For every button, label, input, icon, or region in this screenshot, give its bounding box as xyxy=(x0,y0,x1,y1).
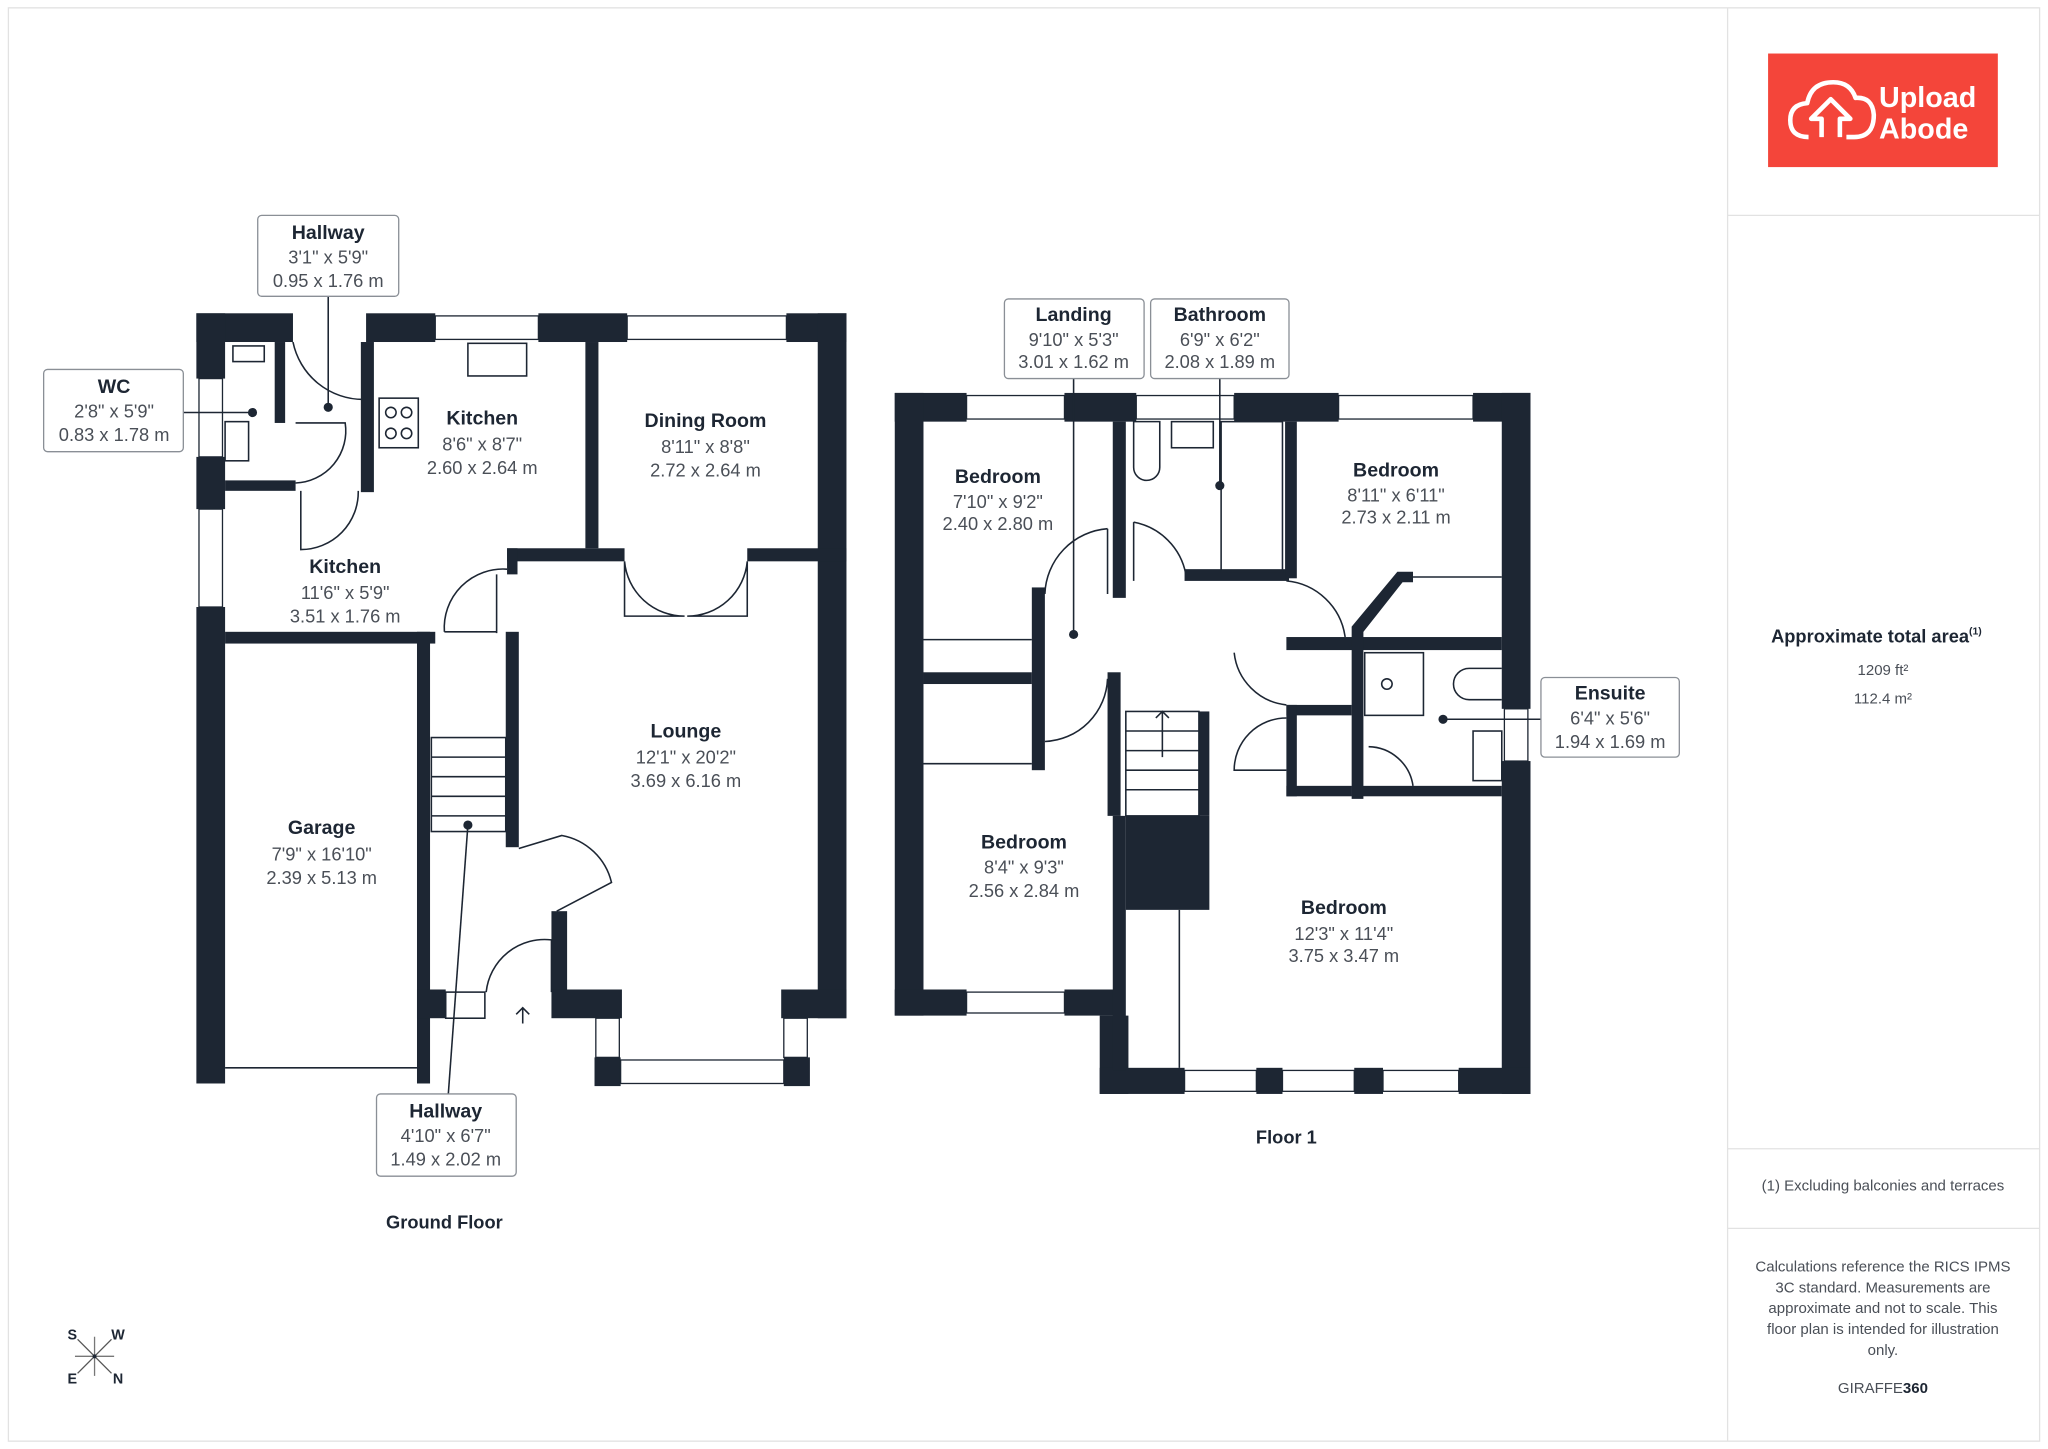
disclaimer-line: floor plan is intended for illustration xyxy=(1767,1321,1999,1338)
disclaimer-line: only. xyxy=(1868,1342,1899,1359)
svg-text:0.95 x 1.76 m: 0.95 x 1.76 m xyxy=(273,270,384,291)
svg-text:4'10" x 6'7": 4'10" x 6'7" xyxy=(401,1125,491,1146)
room-label-landing: Landing 9'10" x 5'3" 3.01 x 1.62 m xyxy=(1003,298,1145,380)
svg-text:1.94 x 1.69 m: 1.94 x 1.69 m xyxy=(1555,731,1666,752)
svg-text:8'6" x 8'7": 8'6" x 8'7" xyxy=(442,433,522,454)
svg-text:12'1" x 20'2": 12'1" x 20'2" xyxy=(636,747,736,768)
svg-text:2.39 x 5.13 m: 2.39 x 5.13 m xyxy=(266,867,377,888)
footnote: (1) Excluding balconies and terraces xyxy=(1762,1178,2005,1195)
svg-text:Ensuite: Ensuite xyxy=(1575,683,1646,705)
cloud-upload-icon xyxy=(1787,79,1877,140)
first-floor-plan xyxy=(894,375,1541,1094)
svg-text:1.49 x 2.02 m: 1.49 x 2.02 m xyxy=(390,1149,501,1170)
svg-text:Dining Room: Dining Room xyxy=(645,410,767,432)
room-label-kitchen: Kitchen 8'6" x 8'7" 2.60 x 2.64 m xyxy=(427,407,538,478)
svg-text:0.83 x 1.78 m: 0.83 x 1.78 m xyxy=(59,424,170,445)
svg-text:Garage: Garage xyxy=(288,817,356,839)
ground-floor-label: Ground Floor xyxy=(386,1211,503,1232)
svg-text:Bedroom: Bedroom xyxy=(981,832,1067,854)
svg-text:8'11" x 8'8": 8'11" x 8'8" xyxy=(661,436,750,457)
svg-text:Lounge: Lounge xyxy=(651,721,722,743)
svg-text:3.75 x 3.47 m: 3.75 x 3.47 m xyxy=(1288,945,1399,966)
svg-text:S: S xyxy=(68,1327,78,1343)
room-label-lounge: Lounge 12'1" x 20'2" 3.69 x 6.16 m xyxy=(631,721,742,792)
svg-text:2.72 x 2.64 m: 2.72 x 2.64 m xyxy=(650,459,761,480)
room-label-hallway-top: Hallway 3'1" x 5'9" 0.95 x 1.76 m xyxy=(257,214,400,297)
area-sqft: 1209 ft² xyxy=(1858,662,1909,679)
svg-text:6'9" x 6'2": 6'9" x 6'2" xyxy=(1180,329,1260,350)
logo-text-upload: Upload xyxy=(1879,82,1976,114)
svg-text:3.01 x 1.62 m: 3.01 x 1.62 m xyxy=(1018,351,1129,372)
svg-text:Landing: Landing xyxy=(1036,304,1112,326)
svg-text:9'10" x 5'3": 9'10" x 5'3" xyxy=(1029,329,1119,350)
room-label-dining-room: Dining Room 8'11" x 8'8" 2.72 x 2.64 m xyxy=(645,410,767,481)
room-label-bedroom-4: Bedroom 12'3" x 11'4" 3.75 x 3.47 m xyxy=(1288,897,1399,966)
area-sqm: 112.4 m² xyxy=(1854,691,1912,708)
ground-floor-plan xyxy=(183,295,847,1094)
svg-text:3'1" x 5'9": 3'1" x 5'9" xyxy=(288,247,368,268)
svg-text:WC: WC xyxy=(98,376,131,398)
svg-text:3.69 x 6.16 m: 3.69 x 6.16 m xyxy=(631,770,742,791)
floor-1-label: Floor 1 xyxy=(1256,1127,1317,1148)
logo-text-abode: Abode xyxy=(1879,113,1968,145)
svg-text:E: E xyxy=(68,1372,78,1388)
svg-text:Kitchen: Kitchen xyxy=(446,407,518,429)
sheet-border xyxy=(7,7,2041,1442)
room-label-bedroom-2: Bedroom 8'11" x 6'11" 2.73 x 2.11 m xyxy=(1341,459,1450,527)
svg-text:3.51 x 1.76 m: 3.51 x 1.76 m xyxy=(290,606,401,627)
svg-text:8'4" x 9'3": 8'4" x 9'3" xyxy=(984,856,1064,877)
svg-text:7'10" x 9'2": 7'10" x 9'2" xyxy=(953,491,1043,512)
compass-icon: S W E N xyxy=(68,1327,126,1387)
svg-text:7'9" x 16'10": 7'9" x 16'10" xyxy=(272,843,372,864)
disclaimer-line: approximate and not to scale. This xyxy=(1768,1300,1997,1317)
room-label-bedroom-1: Bedroom 7'10" x 9'2" 2.40 x 2.80 m xyxy=(943,466,1054,534)
svg-text:2.08 x 1.89 m: 2.08 x 1.89 m xyxy=(1164,351,1275,372)
svg-text:2.40 x 2.80 m: 2.40 x 2.80 m xyxy=(943,513,1054,534)
room-label-garage: Garage 7'9" x 16'10" 2.39 x 5.13 m xyxy=(266,817,377,888)
upload-abode-logo: Upload Abode xyxy=(1768,53,1998,168)
svg-text:12'3" x 11'4": 12'3" x 11'4" xyxy=(1294,923,1393,944)
disclaimer-line: Calculations reference the RICS IPMS xyxy=(1755,1258,2010,1275)
svg-text:Bedroom: Bedroom xyxy=(1301,897,1387,919)
svg-text:2.60 x 2.64 m: 2.60 x 2.64 m xyxy=(427,457,538,478)
svg-text:11'6" x 5'9": 11'6" x 5'9" xyxy=(301,582,390,603)
svg-text:2'8" x 5'9": 2'8" x 5'9" xyxy=(74,401,154,422)
svg-text:2.56 x 2.84 m: 2.56 x 2.84 m xyxy=(969,880,1080,901)
svg-text:6'4" x 5'6": 6'4" x 5'6" xyxy=(1570,708,1650,729)
svg-text:Kitchen: Kitchen xyxy=(309,556,381,578)
room-label-hallway-bottom: Hallway 4'10" x 6'7" 1.49 x 2.02 m xyxy=(375,1093,517,1177)
svg-text:8'11" x 6'11": 8'11" x 6'11" xyxy=(1347,484,1444,505)
svg-text:Hallway: Hallway xyxy=(292,222,365,244)
svg-text:N: N xyxy=(113,1372,123,1388)
svg-text:Bedroom: Bedroom xyxy=(1353,459,1439,481)
svg-text:W: W xyxy=(111,1327,125,1343)
giraffe360-credit: GIRAFFE360 xyxy=(1838,1380,1928,1397)
room-label-kitchen-2: Kitchen 11'6" x 5'9" 3.51 x 1.76 m xyxy=(290,556,401,627)
svg-text:Hallway: Hallway xyxy=(409,1100,482,1122)
svg-text:Bathroom: Bathroom xyxy=(1174,304,1266,326)
room-label-wc: WC 2'8" x 5'9" 0.83 x 1.78 m xyxy=(42,368,184,453)
room-label-ensuite: Ensuite 6'4" x 5'6" 1.94 x 1.69 m xyxy=(1540,676,1680,758)
stairs xyxy=(430,736,507,1019)
svg-text:Bedroom: Bedroom xyxy=(955,466,1041,488)
area-title: Approximate total area(1) xyxy=(1771,625,1982,646)
room-label-bedroom-3: Bedroom 8'4" x 9'3" 2.56 x 2.84 m xyxy=(969,832,1080,901)
disclaimer-line: 3C standard. Measurements are xyxy=(1775,1279,1990,1296)
room-label-bathroom: Bathroom 6'9" x 6'2" 2.08 x 1.89 m xyxy=(1149,298,1290,380)
svg-text:2.73 x 2.11 m: 2.73 x 2.11 m xyxy=(1341,506,1450,527)
